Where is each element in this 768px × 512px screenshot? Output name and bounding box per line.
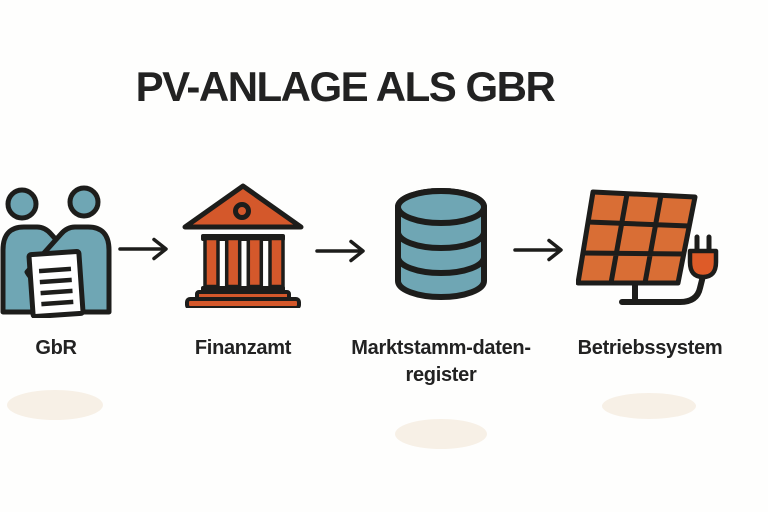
step-label-text: register <box>405 364 477 386</box>
step-label-text: Betriebssystem <box>577 337 723 359</box>
step-label-gbr: GbR <box>0 335 112 362</box>
database-icon <box>395 188 487 300</box>
solar-panel-plug-icon <box>576 189 719 305</box>
step-label-marktstammdatenregister: Marktstamm-daten- register <box>341 335 541 389</box>
partners-handshake-icon <box>0 185 112 318</box>
arrow-right-icon <box>118 237 168 261</box>
arrow-right-icon <box>315 239 365 263</box>
arrow-right-icon <box>513 238 563 262</box>
ground-shadow-ellipse <box>7 390 103 420</box>
step-label-text: Marktstamm-daten- <box>351 337 531 359</box>
step-label-text: GbR <box>35 337 77 359</box>
step-label-text: Finanzamt <box>194 337 292 359</box>
page-title: PV-ANLAGE ALS GBR <box>135 63 556 110</box>
step-label-betriebssystem: Betriebssystem <box>562 335 738 362</box>
step-label-finanzamt: Finanzamt <box>181 335 305 362</box>
ground-shadow-ellipse <box>602 393 696 419</box>
bank-building-icon <box>182 183 304 308</box>
ground-shadow-ellipse <box>395 419 487 449</box>
